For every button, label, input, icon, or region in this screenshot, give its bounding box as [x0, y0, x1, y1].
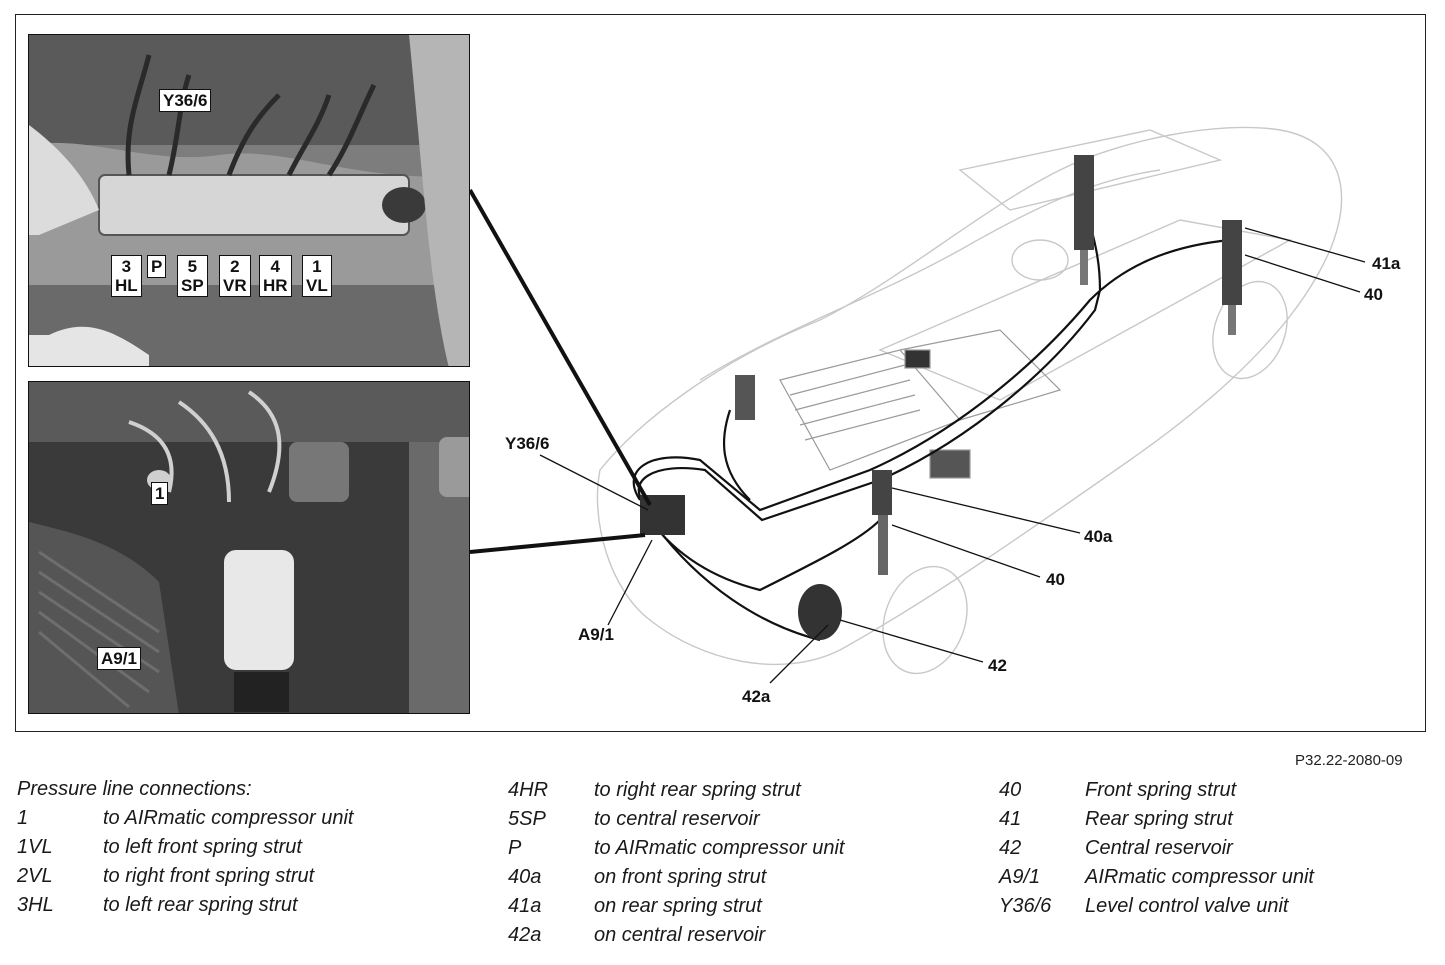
legend-desc: on central reservoir — [594, 924, 766, 946]
legend-desc: on front spring strut — [594, 866, 767, 888]
port-tag-3hl-bottom: HL — [115, 276, 138, 295]
callout-a9-1: A9/1 — [578, 625, 614, 644]
legend-key: 3HL — [17, 894, 54, 916]
legend-key: 5SP — [508, 808, 546, 830]
legend-title: Pressure line connections: — [17, 778, 252, 800]
legend-desc: Rear spring strut — [1085, 808, 1233, 830]
leader-lines — [539, 227, 1366, 684]
compressor-unit-photo: 1 A9/1 — [28, 381, 470, 714]
compressor-line-1-label: 1 — [151, 482, 169, 505]
legend-desc: on rear spring strut — [594, 895, 762, 917]
legend-desc: to right rear spring strut — [594, 779, 801, 801]
legend-desc: Level control valve unit — [1085, 895, 1289, 917]
car-body-outline — [596, 126, 1343, 675]
floor-lines — [779, 329, 1062, 479]
legend-key: P — [508, 837, 522, 859]
port-tag-5sp-bottom: SP — [181, 276, 204, 295]
legend-key: 41a — [508, 895, 542, 917]
figure-code: P32.22-2080-09 — [1295, 752, 1403, 769]
legend-desc: Front spring strut — [1085, 779, 1237, 801]
compressor-photo-shading — [29, 382, 469, 713]
legend-key: 42 — [999, 837, 1022, 859]
port-tag-3hl-top: 3 — [121, 257, 132, 276]
callout-42a: 42a — [742, 687, 771, 706]
port-tag-2vr-bottom: VR — [223, 276, 247, 295]
legend-desc: to AIRmatic compressor unit — [103, 807, 354, 829]
compressor-unit-label: A9/1 — [97, 647, 141, 670]
legend-key: 41 — [999, 808, 1022, 830]
legend-key: A9/1 — [999, 866, 1041, 888]
callout-42: 42 — [988, 656, 1007, 675]
port-tag-2vr-top: 2 — [230, 257, 240, 276]
legend-key: 2VL — [17, 865, 53, 887]
legend-key: 42a — [508, 924, 542, 946]
port-tag-1vl-top: 1 — [312, 257, 322, 276]
legend-desc: to AIRmatic compressor unit — [594, 837, 845, 859]
legend-desc: Central reservoir — [1085, 837, 1233, 859]
legend-key: 40 — [999, 779, 1022, 801]
legend-key: 4HR — [508, 779, 549, 801]
legend-key: 40a — [508, 866, 542, 888]
legend-desc: to central reservoir — [594, 808, 760, 830]
port-tag-4hr-bottom: HR — [263, 276, 288, 295]
port-tag-p-top: P — [151, 257, 163, 276]
port-tag-5sp-top: 5 — [187, 257, 198, 276]
valve-unit-label: Y36/6 — [159, 89, 212, 112]
legend-key: Y36/6 — [999, 895, 1052, 917]
spring-struts — [640, 155, 1242, 640]
callout-y36-6: Y36/6 — [505, 434, 550, 453]
port-tag-1vl-bottom: VL — [306, 276, 328, 295]
port-tag-p: P — [147, 255, 167, 278]
photo-link-lines — [468, 189, 652, 554]
valve-photo-shading — [29, 35, 469, 366]
port-tag-4hr-top: 4 — [270, 257, 281, 276]
callout-40a: 40a — [1084, 527, 1113, 546]
legend-desc: to left rear spring strut — [103, 894, 298, 916]
legend-desc: AIRmatic compressor unit — [1085, 866, 1314, 888]
legend-key: 1VL — [17, 836, 53, 858]
pressure-lines — [632, 199, 1231, 642]
callout-41a: 41a — [1372, 254, 1401, 273]
callout-40-rear: 40 — [1364, 285, 1383, 304]
legend-key: 1 — [17, 807, 29, 829]
legend-desc: to left front spring strut — [103, 836, 302, 858]
callout-40-front: 40 — [1046, 570, 1065, 589]
legend-desc: to right front spring strut — [103, 865, 315, 887]
